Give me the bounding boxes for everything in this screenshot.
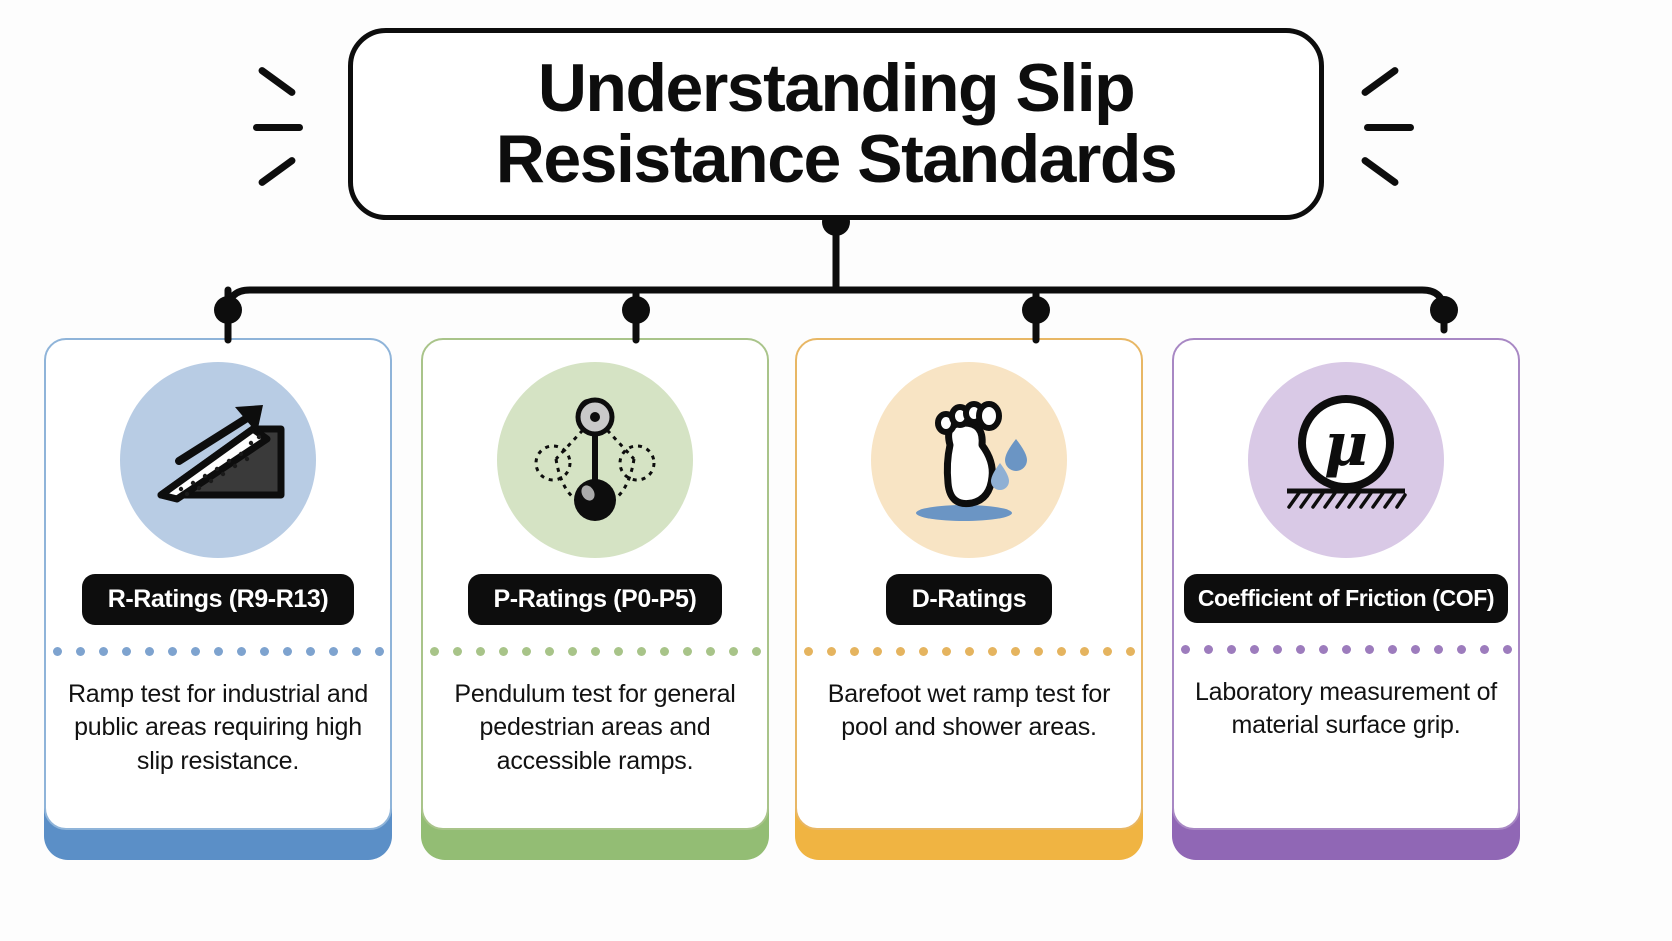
separator-dot: [895, 647, 905, 656]
separator-dot: [452, 647, 462, 656]
separator-dot: [167, 647, 177, 656]
separator-dot: [1033, 647, 1043, 656]
separator-dot: [98, 647, 108, 656]
separator-dot: [328, 647, 338, 656]
card-description: Pendulum test for general pedestrian are…: [454, 680, 736, 775]
separator-dot: [1079, 647, 1089, 656]
separator-dot: [1249, 645, 1259, 654]
spark-line-bottom-left: [257, 155, 297, 188]
card-r-ratings[interactable]: R-Ratings (R9-R13) Ramp test for industr…: [44, 338, 392, 830]
card-dot-separator: [429, 647, 761, 656]
separator-dot: [636, 647, 646, 656]
card-label: P-Ratings (P0-P5): [467, 574, 723, 625]
separator-dot: [659, 647, 669, 656]
separator-dot: [567, 647, 577, 656]
card-description: Laboratory measurement of material surfa…: [1194, 678, 1498, 740]
card-description: Ramp test for industrial and public area…: [67, 680, 369, 775]
card-coefficient-of-friction[interactable]: μ Coefficient of Friction (COF) Laborato…: [1172, 338, 1520, 830]
spark-line-bottom-right: [1360, 155, 1400, 188]
separator-dot: [1479, 645, 1489, 654]
separator-dot: [374, 647, 384, 656]
spark-line-middle-right: [1364, 124, 1414, 131]
spark-lines-right: [1356, 65, 1420, 188]
separator-dot: [849, 647, 859, 656]
separator-dot: [521, 647, 531, 656]
separator-dot: [1203, 645, 1213, 654]
separator-dot: [75, 647, 85, 656]
separator-dot: [429, 647, 439, 656]
separator-dot: [872, 647, 882, 656]
separator-dot: [987, 647, 997, 656]
spark-line-top-right: [1360, 65, 1400, 98]
separator-dot: [1410, 645, 1420, 654]
page-title: Understanding Slip Resistance Standards: [495, 50, 1178, 197]
separator-dot: [1387, 645, 1397, 654]
separator-dot: [964, 647, 974, 656]
ramp-incline-icon: [120, 362, 316, 558]
card-description: Barefoot wet ramp test for pool and show…: [827, 680, 1111, 742]
page-title-box: Understanding Slip Resistance Standards: [348, 28, 1324, 220]
separator-dot: [751, 647, 761, 656]
separator-dot: [613, 647, 623, 656]
separator-dot: [1272, 645, 1282, 654]
spark-line-middle-left: [253, 124, 303, 131]
separator-dot: [544, 647, 554, 656]
card-label: Coefficient of Friction (COF): [1183, 574, 1509, 623]
separator-dot: [121, 647, 131, 656]
separator-dot: [282, 647, 292, 656]
separator-dot: [190, 647, 200, 656]
separator-dot: [918, 647, 928, 656]
separator-dot: [705, 647, 715, 656]
separator-dot: [144, 647, 154, 656]
separator-dot: [728, 647, 738, 656]
card-label: D-Ratings: [885, 574, 1053, 625]
separator-dot: [1341, 645, 1351, 654]
svg-text:μ: μ: [1324, 410, 1368, 480]
separator-dot: [305, 647, 315, 656]
barefoot-wet-icon: [871, 362, 1067, 558]
connector-node-3: [1022, 296, 1050, 324]
separator-dot: [1180, 645, 1190, 654]
separator-dot: [1502, 645, 1512, 654]
connector-bus: [224, 286, 1448, 334]
separator-dot: [1226, 645, 1236, 654]
connector-node-4: [1430, 296, 1458, 324]
card-dot-separator: [52, 647, 384, 656]
separator-dot: [52, 647, 62, 656]
separator-dot: [1102, 647, 1112, 656]
connector-node-1: [214, 296, 242, 324]
card-p-ratings[interactable]: P-Ratings (P0-P5) Pendulum test for gene…: [421, 338, 769, 830]
separator-dot: [1125, 647, 1135, 656]
card-d-ratings[interactable]: D-Ratings Barefoot wet ramp test for poo…: [795, 338, 1143, 830]
separator-dot: [590, 647, 600, 656]
separator-dot: [1295, 645, 1305, 654]
separator-dot: [475, 647, 485, 656]
separator-dot: [1364, 645, 1374, 654]
separator-dot: [236, 647, 246, 656]
card-dot-separator: [1180, 645, 1512, 654]
separator-dot: [1456, 645, 1466, 654]
separator-dot: [941, 647, 951, 656]
separator-dot: [682, 647, 692, 656]
separator-dot: [1010, 647, 1020, 656]
separator-dot: [351, 647, 361, 656]
separator-dot: [213, 647, 223, 656]
separator-dot: [1318, 645, 1328, 654]
separator-dot: [1433, 645, 1443, 654]
connector-node-2: [622, 296, 650, 324]
separator-dot: [498, 647, 508, 656]
separator-dot: [1056, 647, 1066, 656]
separator-dot: [259, 647, 269, 656]
card-dot-separator: [803, 647, 1135, 656]
card-label: R-Ratings (R9-R13): [81, 574, 355, 625]
mu-friction-surface-icon: μ: [1248, 362, 1444, 558]
separator-dot: [826, 647, 836, 656]
spark-line-top-left: [257, 65, 297, 98]
pendulum-swing-icon: [497, 362, 693, 558]
separator-dot: [803, 647, 813, 656]
spark-lines-left: [253, 65, 317, 188]
